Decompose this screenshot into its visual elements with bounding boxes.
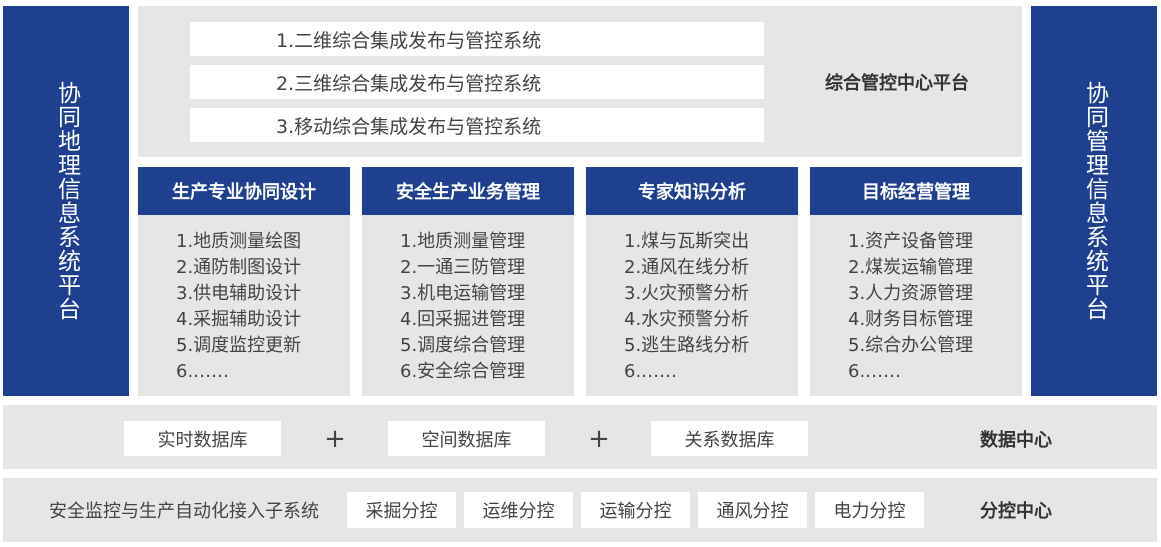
data-center-title: 数据中心 [980, 429, 1052, 451]
list-item: 1.资产设备管理 [848, 231, 974, 252]
sub-control-center-title: 分控中心 [980, 501, 1052, 522]
control-center-platform: 1.二维综合集成发布与管控系统 2.三维综合集成发布与管控系统 3.移动综合集成… [138, 6, 1022, 157]
data-center-band: 实时数据库 + 空间数据库 + 关系数据库 数据中心 [3, 405, 1157, 469]
power-control-box: 电力分控 [815, 492, 924, 528]
list-item: 2.一通三防管理 [400, 257, 526, 278]
transport-control-box: 运输分控 [581, 492, 690, 528]
right-platform-label: 协同管理信息系统平台 [1081, 81, 1108, 321]
module-item-list: 1.地质测量管理 2.一通三防管理 3.机电运输管理 4.回采掘进管理 5.调度… [400, 229, 570, 385]
list-item: 4.水灾预警分析 [624, 309, 750, 330]
module-title: 生产专业协同设计 [138, 167, 350, 215]
list-item: 3.机电运输管理 [400, 283, 526, 304]
sub-control-center-band: 安全监控与生产自动化接入子系统 采掘分控 运维分控 运输分控 通风分控 电力分控… [3, 478, 1157, 542]
module-item-list: 1.资产设备管理 2.煤炭运输管理 3.人力资源管理 4.财务目标管理 5.综合… [848, 229, 1018, 385]
plus-sign: + [588, 423, 610, 454]
system-label: 1.二维综合集成发布与管控系统 [276, 29, 542, 52]
relational-database-box: 关系数据库 [651, 421, 808, 456]
list-item: 1.地质测量管理 [400, 231, 526, 252]
list-item: 4.财务目标管理 [848, 309, 974, 330]
ventilation-control-box: 通风分控 [698, 492, 807, 528]
maintenance-control-box: 运维分控 [464, 492, 573, 528]
list-item: 6.…… [624, 361, 678, 382]
list-item: 5.调度综合管理 [400, 335, 526, 356]
list-item: 1.地质测量绘图 [176, 231, 302, 252]
module-business-management: 目标经营管理 1.资产设备管理 2.煤炭运输管理 3.人力资源管理 4.财务目标… [810, 167, 1022, 396]
module-title: 专家知识分析 [586, 167, 798, 215]
left-platform: 协同地理信息系统平台 [3, 6, 129, 396]
mining-control-box: 采掘分控 [347, 492, 456, 528]
module-title: 安全生产业务管理 [362, 167, 574, 215]
control-center-title: 综合管控中心平台 [825, 73, 969, 94]
list-item: 2.通风在线分析 [624, 257, 750, 278]
module-item-list: 1.煤与瓦斯突出 2.通风在线分析 3.火灾预警分析 4.水灾预警分析 5.逃生… [624, 229, 794, 385]
list-item: 5.调度监控更新 [176, 335, 302, 356]
list-item: 4.采掘辅助设计 [176, 309, 302, 330]
left-platform-label: 协同地理信息系统平台 [53, 81, 80, 321]
list-item: 4.回采掘进管理 [400, 309, 526, 330]
right-platform: 协同管理信息系统平台 [1031, 6, 1157, 396]
list-item: 2.通防制图设计 [176, 257, 302, 278]
plus-sign: + [324, 423, 346, 454]
list-item: 2.煤炭运输管理 [848, 257, 974, 278]
list-item: 6.…… [176, 361, 230, 382]
system-box-3d: 2.三维综合集成发布与管控系统 [190, 65, 764, 99]
list-item: 5.综合办公管理 [848, 335, 974, 356]
system-box-mobile: 3.移动综合集成发布与管控系统 [190, 108, 764, 142]
automation-subsystem-label: 安全监控与生产自动化接入子系统 [49, 501, 319, 522]
list-item: 3.供电辅助设计 [176, 283, 302, 304]
list-item: 3.火灾预警分析 [624, 283, 750, 304]
realtime-database-box: 实时数据库 [124, 421, 281, 456]
module-design: 生产专业协同设计 1.地质测量绘图 2.通防制图设计 3.供电辅助设计 4.采掘… [138, 167, 350, 396]
list-item: 1.煤与瓦斯突出 [624, 231, 750, 252]
list-item: 3.人力资源管理 [848, 283, 974, 304]
list-item: 6.安全综合管理 [400, 361, 526, 382]
module-title: 目标经营管理 [810, 167, 1022, 215]
system-label: 2.三维综合集成发布与管控系统 [276, 72, 542, 95]
module-safety-management: 安全生产业务管理 1.地质测量管理 2.一通三防管理 3.机电运输管理 4.回采… [362, 167, 574, 396]
system-label: 3.移动综合集成发布与管控系统 [276, 115, 542, 138]
module-expert-analysis: 专家知识分析 1.煤与瓦斯突出 2.通风在线分析 3.火灾预警分析 4.水灾预警… [586, 167, 798, 396]
system-box-2d: 1.二维综合集成发布与管控系统 [190, 22, 764, 56]
list-item: 5.逃生路线分析 [624, 335, 750, 356]
list-item: 6.…… [848, 361, 902, 382]
spatial-database-box: 空间数据库 [388, 421, 545, 456]
module-item-list: 1.地质测量绘图 2.通防制图设计 3.供电辅助设计 4.采掘辅助设计 5.调度… [176, 229, 346, 385]
